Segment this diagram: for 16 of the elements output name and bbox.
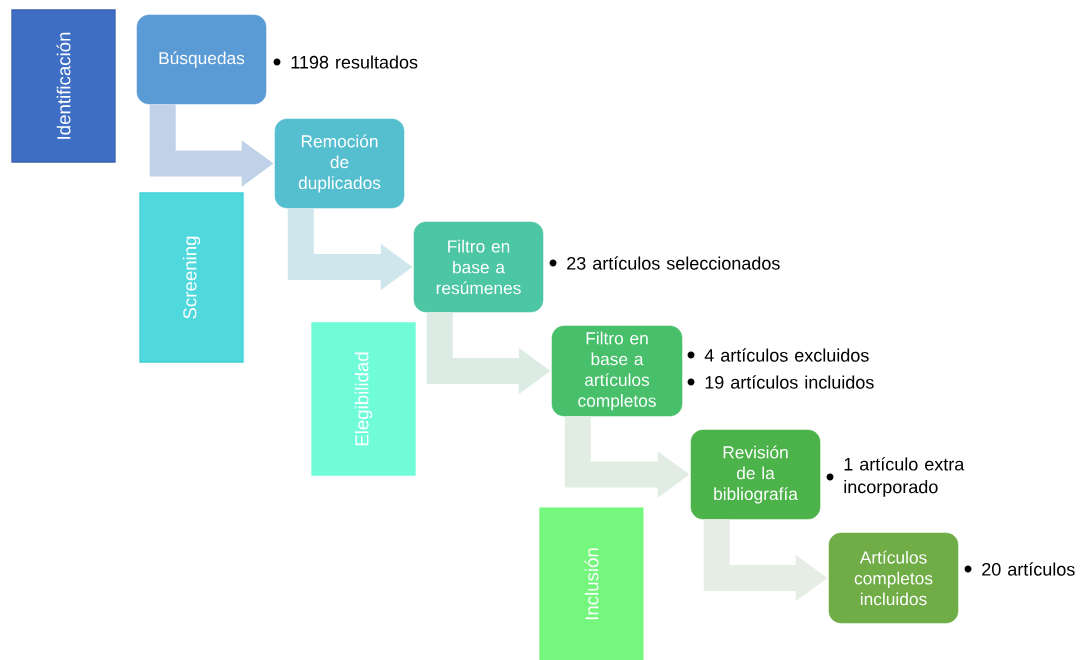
bullet-item: 1 artículo extra incorporado (826, 457, 965, 497)
bullet-item: 4 artículos excluidos (687, 348, 869, 362)
stage-box: Screening (139, 192, 244, 363)
process-box: Artículos completos incluidos (828, 532, 959, 624)
process-box: Búsquedas (136, 14, 267, 105)
stage-box: Inclusión (539, 507, 644, 660)
bullet-item: 1198 resultados (273, 55, 418, 69)
bullet-item: 23 artículos seleccionados (549, 256, 780, 270)
bullet-item: 19 artículos incluidos (687, 375, 874, 389)
stage-box: Identificación (11, 9, 116, 163)
stage-box: Elegibilidad (311, 322, 416, 476)
process-box: Filtro en base a artículos completos (551, 325, 683, 417)
process-box: Revisión de la bibliografía (690, 429, 821, 520)
process-box: Filtro en base a resúmenes (413, 221, 544, 313)
process-box: Remoción de duplicados (274, 118, 405, 209)
bullet-item: 20 artículos (964, 562, 1075, 576)
